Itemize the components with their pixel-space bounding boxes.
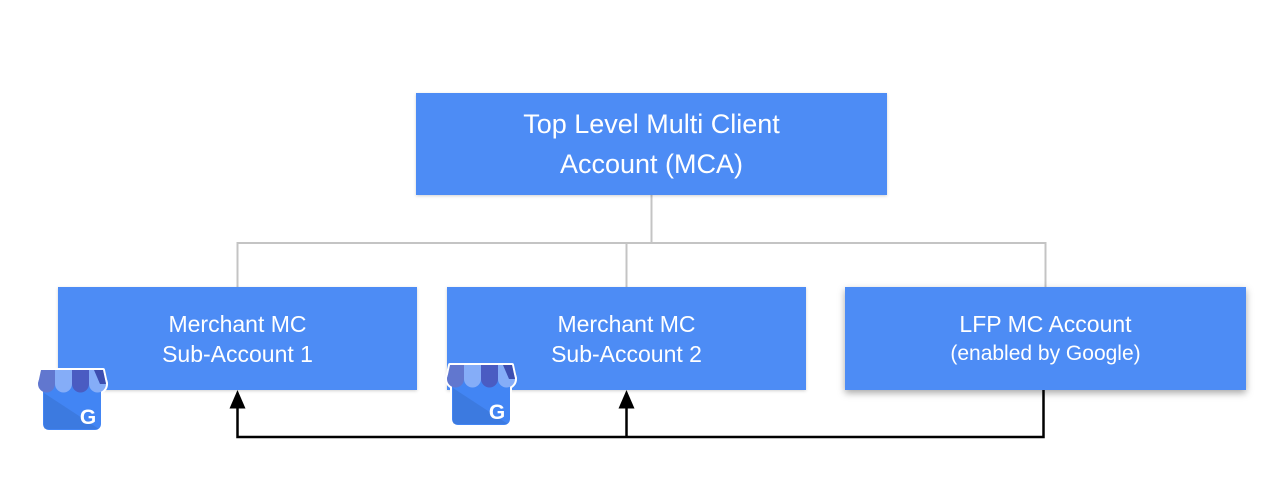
google-my-business-icon: G	[445, 363, 517, 427]
node-label-line: Sub-Account 2	[551, 340, 702, 367]
node-label-line: Account (MCA)	[559, 149, 744, 179]
node-label-line: Merchant MC	[168, 310, 307, 337]
node-label-line: Merchant MC	[557, 310, 696, 337]
node-label-line: Sub-Account 1	[162, 340, 313, 367]
connector-branch-rail	[236, 242, 1047, 287]
node-lfp-mc-account: LFP MC Account (enabled by Google)	[845, 287, 1246, 390]
google-my-business-icon: G	[36, 368, 108, 432]
storefront-awning	[38, 370, 106, 393]
storefront-shade	[453, 388, 508, 424]
gmb-letter-g: G	[80, 406, 96, 429]
node-label-line: Top Level Multi Client	[523, 109, 780, 139]
arrowhead-icon	[229, 390, 246, 409]
arrow-path-to-sub1	[236, 390, 1045, 439]
storefront-body	[452, 377, 510, 425]
gmb-letter-g: G	[489, 401, 505, 424]
storefront-body	[43, 382, 101, 430]
tree-connector-lines	[236, 195, 1047, 287]
node-merchant-sub-account-1: Merchant MC Sub-Account 1	[58, 287, 417, 390]
node-label-line: (enabled by Google)	[950, 341, 1141, 365]
storefront-awning	[447, 365, 515, 388]
arrowhead-icon	[618, 390, 635, 409]
node-label-line: LFP MC Account	[959, 310, 1132, 337]
node-top-level-mca: Top Level Multi Client Account (MCA)	[416, 93, 887, 195]
storefront-shade	[44, 393, 99, 429]
lfp-feed-arrow-lines	[229, 390, 1045, 439]
